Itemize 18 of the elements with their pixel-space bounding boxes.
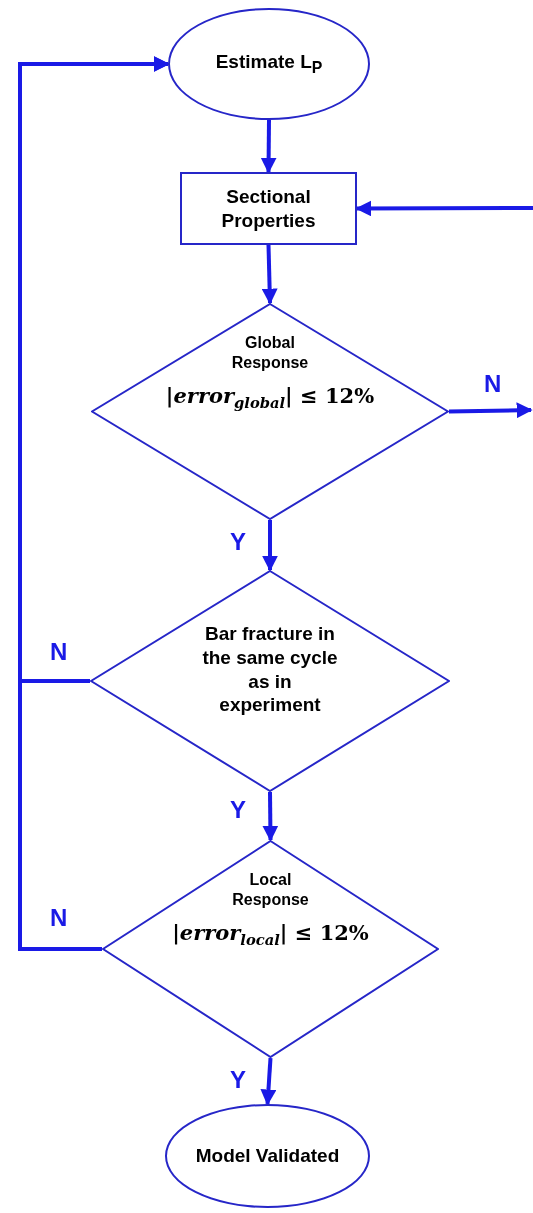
node-label: Estimate L$_{P}$: [215, 50, 323, 78]
node-label: Model Validated: [195, 1144, 340, 1168]
node-label: Global Response: [230, 333, 310, 373]
arrow: [261, 244, 278, 305]
decision-diamond: [91, 303, 449, 520]
node-label: Local Response: [231, 870, 310, 910]
arrow: [260, 119, 277, 174]
formula-text: |error$_{local}$| ≤ 12%: [172, 920, 369, 949]
formula-text: |error$_{global}$| ≤ 12%: [165, 383, 375, 412]
node-label: Bar fracture in the same cycle as in experiment: [201, 622, 339, 717]
arrow: [262, 520, 278, 572]
decision-diamond: [90, 570, 450, 792]
arrow: [260, 1057, 277, 1106]
node-label: Sectional Properties: [220, 184, 317, 233]
decision-diamond: [102, 840, 439, 1058]
process-box: [180, 172, 357, 245]
arrow: [448, 402, 533, 419]
arrow: [262, 791, 279, 842]
